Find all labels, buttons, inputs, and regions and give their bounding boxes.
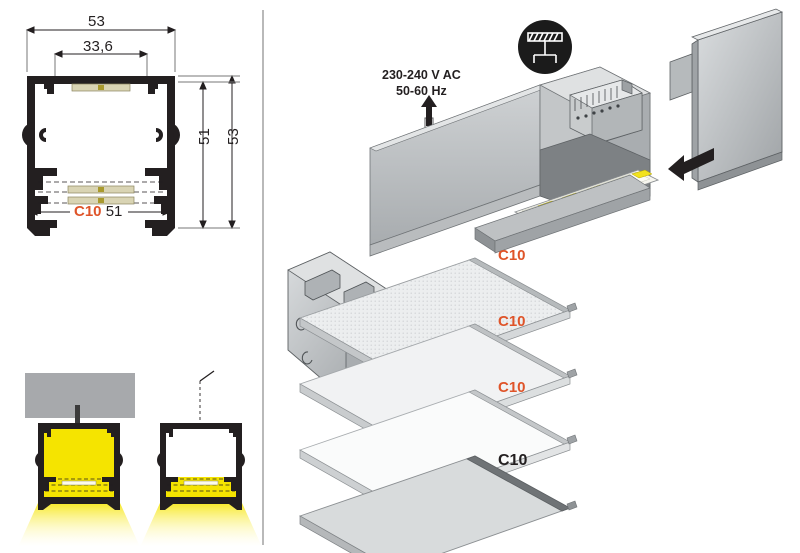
diffuser-label-3: C10 [498, 379, 526, 396]
column-divider [262, 10, 264, 545]
power-label: 230-240 V AC 50-60 Hz [382, 68, 461, 99]
diffuser-stack [298, 257, 578, 553]
diffuser-label-2: C10 [498, 313, 526, 330]
cross-section-panel: 53 33,6 51 53 C10 51 [0, 0, 262, 265]
profile-extrusion [369, 66, 660, 257]
exploded-assembly-drawing [287, 8, 783, 553]
ceiling-mount-badge [518, 20, 572, 74]
mounting-illustrations [18, 370, 262, 547]
terminal-block [569, 79, 643, 146]
arrow-insert-right [668, 148, 714, 181]
dim-height-inner: 51 [196, 127, 213, 145]
diffuser-label-1: C10 [498, 247, 526, 264]
mounting-surface-ceiling [18, 373, 140, 547]
diffuser-panel-4 [298, 455, 578, 553]
dim-width-outer: 53 [88, 13, 106, 30]
mounting-suspended [140, 370, 262, 547]
power-voltage: 230-240 V AC [382, 68, 461, 82]
power-frequency: 50-60 Hz [396, 83, 447, 98]
cover-width: 51 [105, 203, 123, 220]
exploded-view-panel: 230-240 V AC 50-60 Hz C10 C10 C10 C10 [270, 0, 800, 553]
cross-section-drawing [22, 26, 240, 236]
end-plate-right [669, 8, 783, 191]
mounting-examples-panel [0, 365, 262, 553]
dim-width-inner: 33,6 [83, 38, 113, 55]
cover-code: C10 [74, 203, 102, 220]
cover-code-label: C10 51 [74, 203, 122, 220]
diffuser-label-4: C10 [498, 452, 528, 469]
dim-height-outer: 53 [225, 127, 242, 145]
